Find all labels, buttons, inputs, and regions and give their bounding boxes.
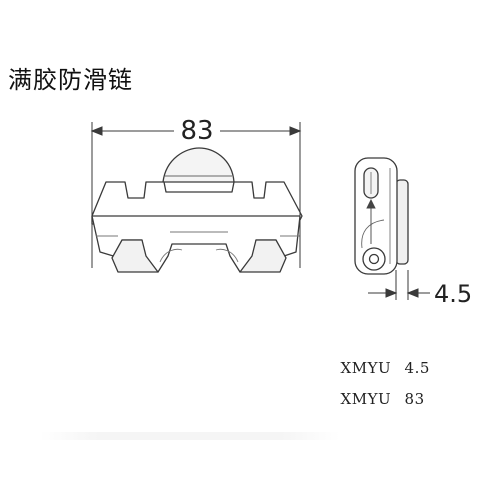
thickness-arrow-right xyxy=(406,288,419,298)
side-inner-arrow xyxy=(366,198,376,244)
front-upper-body xyxy=(91,181,303,225)
front-left-foot xyxy=(111,239,159,273)
front-top-cap xyxy=(162,147,235,183)
faded-artifact xyxy=(40,432,340,440)
width-arrow-right xyxy=(289,126,302,136)
spec-code: XMYU xyxy=(340,390,392,408)
width-label: 83 xyxy=(180,116,213,146)
spec-line-1: XMYU 4.5 xyxy=(330,341,430,377)
side-pin-inner xyxy=(368,253,380,265)
thickness-dimension xyxy=(368,270,430,300)
page-title: 满胶防滑链 xyxy=(8,66,133,94)
spec-code: XMYU xyxy=(340,359,392,377)
spec-line-2: XMYU 83 xyxy=(330,372,425,408)
spec-value: 4.5 xyxy=(404,359,430,377)
side-lower-curve xyxy=(361,219,385,249)
side-plate xyxy=(395,179,409,265)
thickness-arrow-left xyxy=(385,288,398,298)
front-view xyxy=(91,147,303,273)
side-view xyxy=(354,157,409,275)
width-arrow-left xyxy=(90,126,103,136)
front-inner-arc xyxy=(159,248,239,263)
front-detail-line xyxy=(96,231,300,237)
front-right-foot xyxy=(239,239,287,273)
thickness-label: 4.5 xyxy=(434,280,472,308)
width-dimension xyxy=(90,122,302,268)
spec-value: 83 xyxy=(404,390,425,408)
